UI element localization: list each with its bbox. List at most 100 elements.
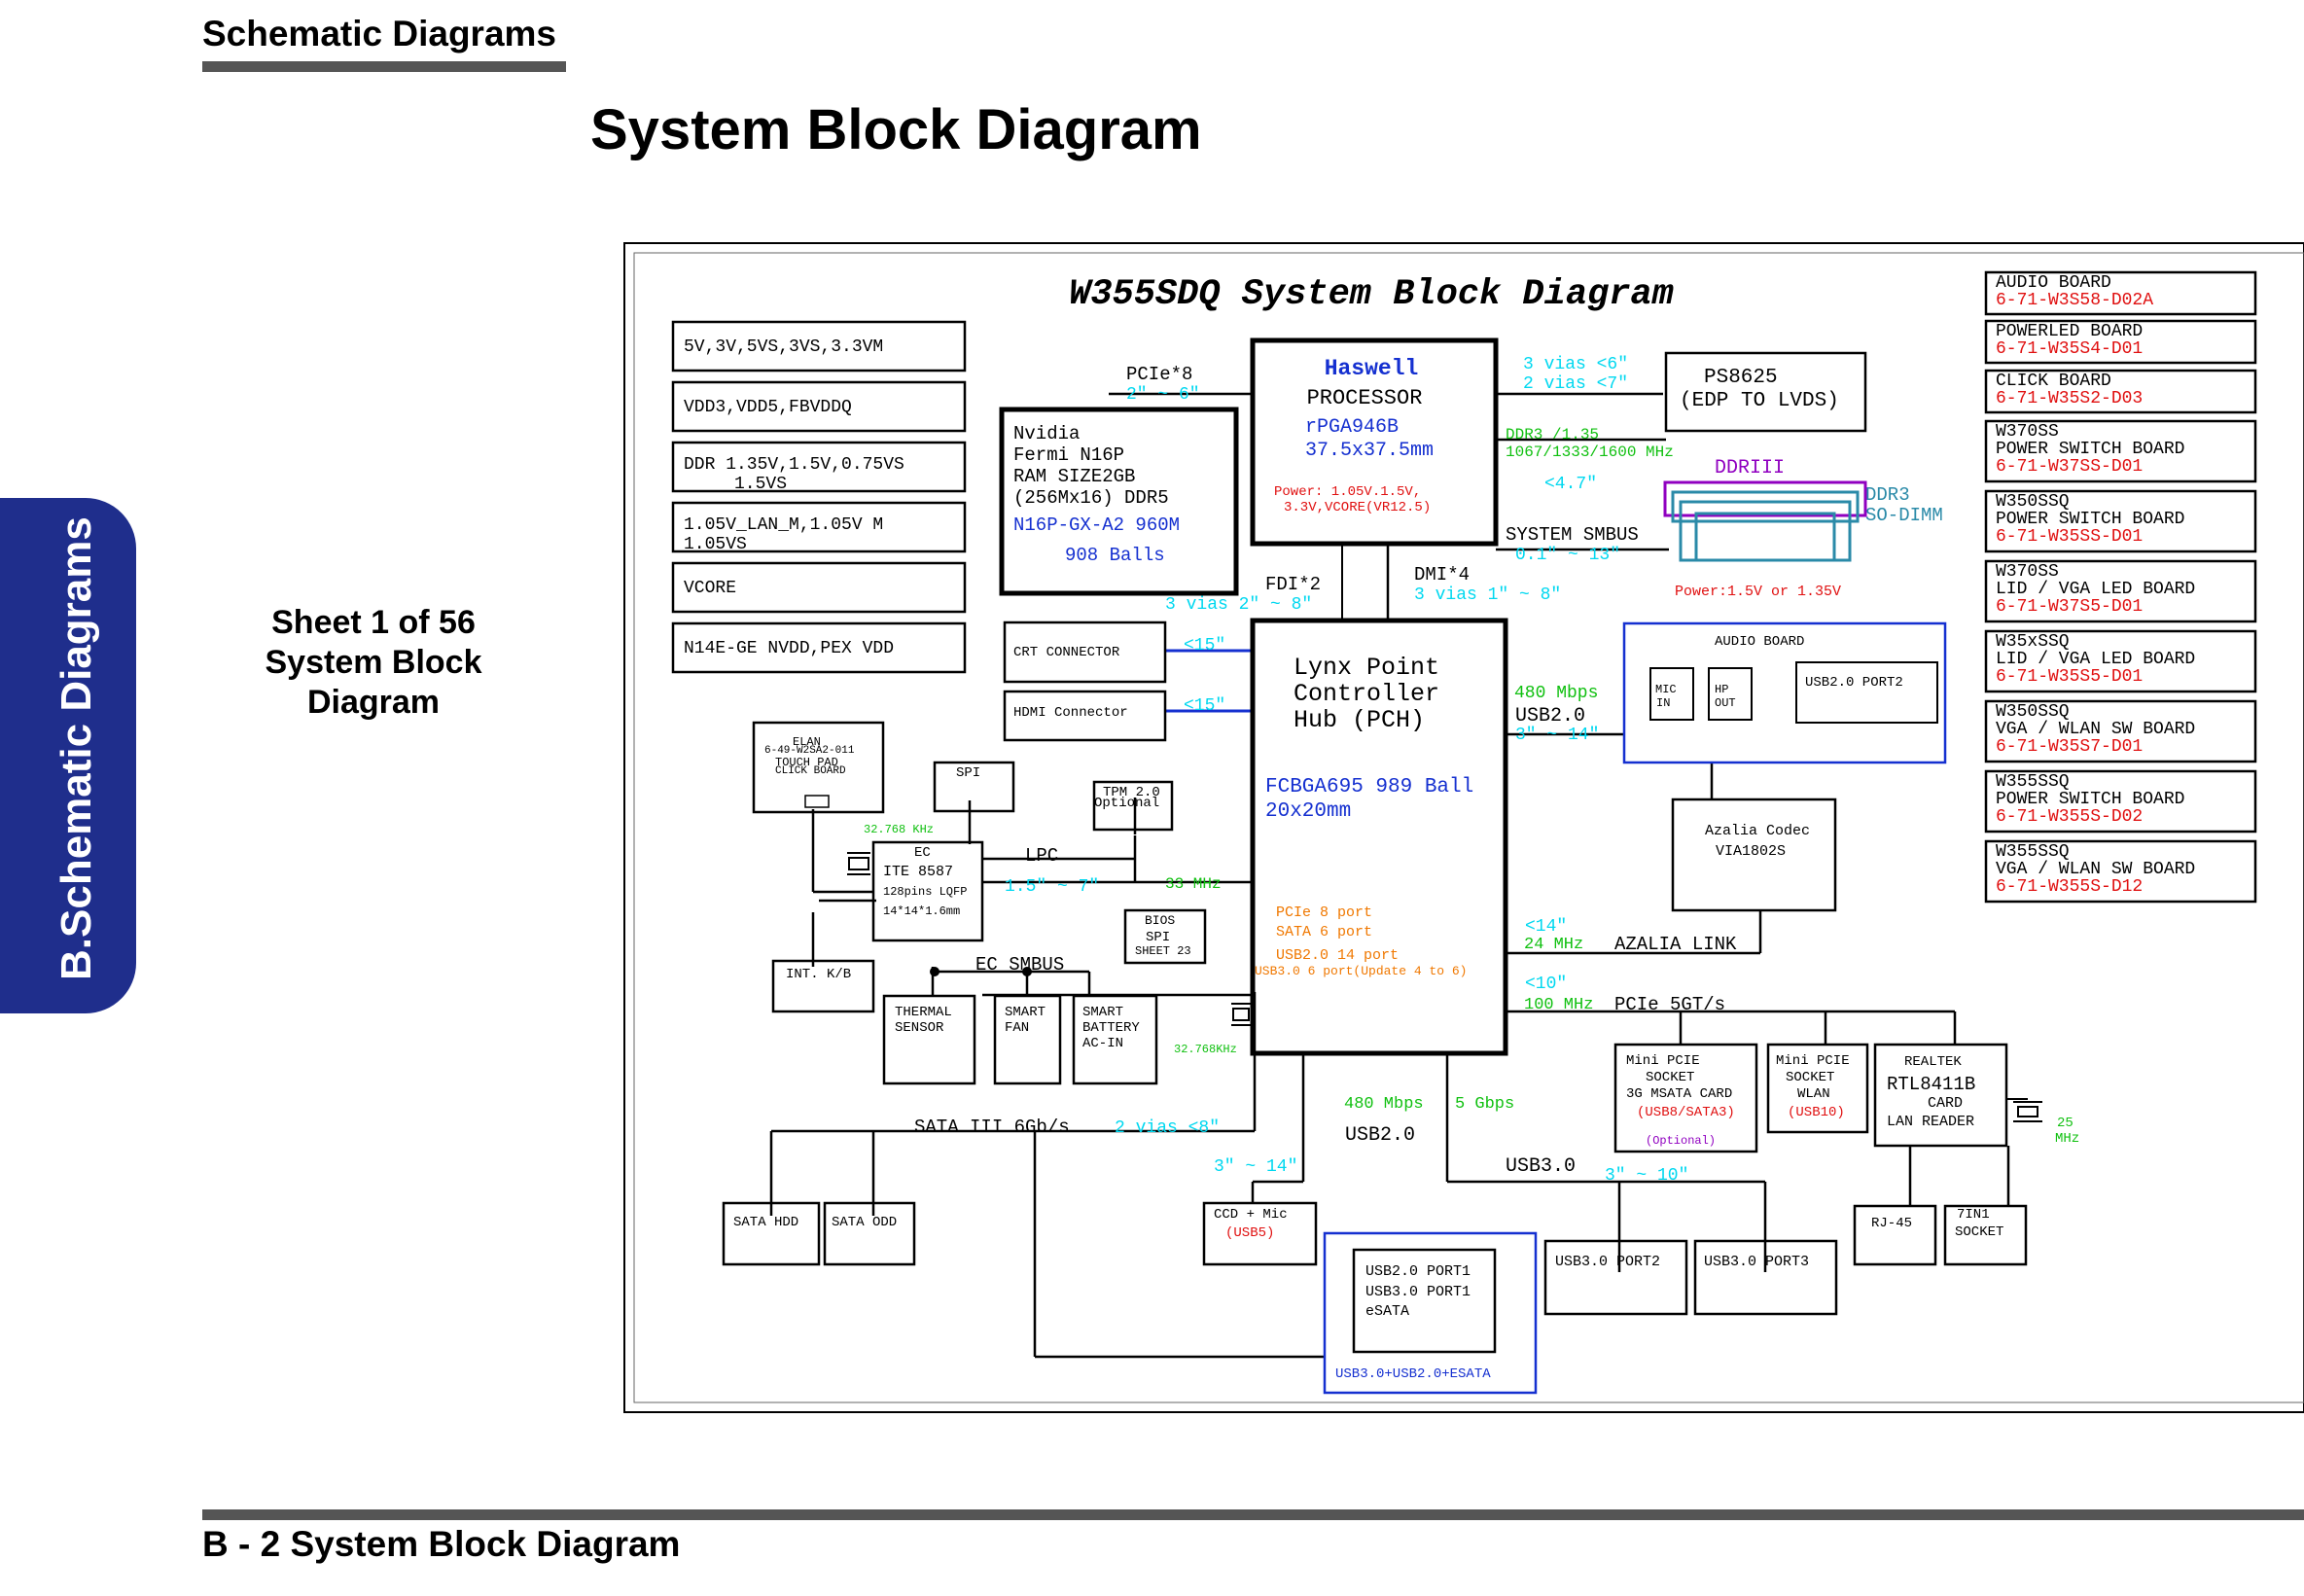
lan-crystal-icon bbox=[2006, 1098, 2042, 1122]
pcie-bus-length: <10" bbox=[1525, 975, 1567, 994]
hdmi-connector-box bbox=[1003, 690, 1167, 742]
fan-line-1: SMART bbox=[1005, 1005, 1046, 1020]
ccd-line-2: (USB5) bbox=[1225, 1225, 1274, 1241]
daughter-board-name2: VGA / WLAN SW BOARD bbox=[1996, 720, 2195, 739]
edp-bridge-box bbox=[1664, 351, 1867, 433]
daughter-board-box bbox=[1984, 369, 2257, 414]
cpu-size: 37.5x37.5mm bbox=[1305, 440, 1434, 462]
daughter-board-box bbox=[1984, 769, 2257, 833]
cpu-name: Haswell bbox=[1325, 356, 1419, 381]
rail-3: DDR 1.35V,1.5V,0.75VS bbox=[684, 455, 904, 475]
usb3-length: 3" ~ 10" bbox=[1605, 1166, 1688, 1186]
daughter-board-box bbox=[1984, 559, 2257, 623]
daughter-board-code: 6-71-W355S-D02 bbox=[1996, 807, 2143, 827]
hdmi-length: <15" bbox=[1184, 696, 1225, 716]
ddr-bus: DDR3 /1.35 bbox=[1506, 426, 1599, 443]
smbus-junction bbox=[1022, 967, 1032, 976]
keyboard-label: INT. K/B bbox=[786, 967, 851, 982]
touchpad-line-4: CLICK BOARD bbox=[775, 765, 846, 777]
battery-line-1: SMART bbox=[1082, 1005, 1123, 1020]
codec-part: VIA1802S bbox=[1716, 843, 1786, 860]
usb-combo-outer bbox=[1323, 1231, 1538, 1395]
display-wires bbox=[1165, 649, 1253, 713]
ec-box bbox=[871, 840, 984, 942]
pch-line-3: Hub (PCH) bbox=[1294, 706, 1425, 734]
touchpad-line-1: ELAN bbox=[793, 735, 821, 749]
mic-label-2: IN bbox=[1656, 696, 1670, 710]
dmi-length: 3 vias 1" ~ 8" bbox=[1414, 585, 1561, 605]
pch-size: 20x20mm bbox=[1265, 800, 1351, 823]
pch-feature-3: USB2.0 14 port bbox=[1276, 947, 1399, 964]
lpc-label: LPC bbox=[1025, 845, 1058, 867]
ec-part: ITE 8587 bbox=[883, 864, 953, 880]
card-socket-box bbox=[1943, 1204, 2028, 1266]
minipcie-wlan-box bbox=[1766, 1043, 1869, 1134]
daughter-board-name2: POWER SWITCH BOARD bbox=[1996, 440, 2184, 459]
lpc-freq: 33 MHz bbox=[1165, 875, 1222, 893]
lan-line-4: LAN READER bbox=[1887, 1114, 1974, 1130]
sheet-title-2: Diagram bbox=[306, 684, 441, 721]
pch-feature-1: PCIe 8 port bbox=[1276, 904, 1372, 921]
diagram-frame bbox=[623, 242, 2304, 1413]
rtc-crystal-icon bbox=[1231, 1003, 1253, 1026]
usb2-bus: USB2.0 bbox=[1345, 1124, 1415, 1147]
ccd-line-1: CCD + Mic bbox=[1214, 1207, 1288, 1223]
daughter-board-name: W350SSQ bbox=[1996, 492, 2070, 512]
minipcie-3g-line-1: Mini PCIE bbox=[1626, 1053, 1700, 1069]
ec-crystal-freq: 32.768 KHz bbox=[864, 823, 934, 836]
usb-combo-line-3: eSATA bbox=[1365, 1303, 1409, 1320]
sodimm-label-2: SO-DIMM bbox=[1865, 505, 1943, 526]
sata-bus: SATA III 6Gb/s bbox=[914, 1117, 1070, 1138]
minipcie-wlan-line-3: WLAN bbox=[1797, 1086, 1830, 1102]
battery-line-2: BATTERY bbox=[1082, 1020, 1140, 1036]
sata-odd-box bbox=[823, 1201, 916, 1266]
daughter-board-box bbox=[1984, 699, 2257, 763]
daughter-board-name2: VGA / WLAN SW BOARD bbox=[1996, 860, 2195, 879]
edp-chip: PS8625 bbox=[1704, 367, 1778, 389]
side-tab[interactable] bbox=[0, 498, 136, 1013]
crt-length: <15" bbox=[1184, 636, 1225, 656]
azalia-freq: 24 MHz bbox=[1524, 936, 1583, 954]
tpm-line-1: TPM 2.0 bbox=[1103, 785, 1160, 800]
ec-size: 14*14*1.6mm bbox=[883, 904, 960, 918]
sodimm-connector bbox=[1663, 480, 1867, 562]
ec-name: EC bbox=[914, 845, 931, 861]
daughter-board-name: AUDIO BOARD bbox=[1996, 273, 2111, 293]
daughter-board-code: 6-71-W37S5-D01 bbox=[1996, 597, 2143, 617]
daughter-board-name2: LID / VGA LED BOARD bbox=[1996, 580, 2195, 599]
ddr-speeds: 1067/1333/1600 MHz bbox=[1506, 443, 1674, 461]
gpu-line-2: Fermi N16P bbox=[1013, 444, 1124, 466]
lan-cardreader-box bbox=[1873, 1043, 2008, 1148]
sata-length: 2 vias <8" bbox=[1115, 1118, 1220, 1138]
thermal-line-2: SENSOR bbox=[895, 1020, 944, 1036]
fan-box bbox=[993, 994, 1062, 1085]
usb-combo-line-2: USB3.0 PORT1 bbox=[1365, 1284, 1471, 1300]
minipcie-wlan-line-1: Mini PCIE bbox=[1776, 1053, 1850, 1069]
ddr-length: <4.7" bbox=[1544, 475, 1597, 494]
tpm-box bbox=[1092, 780, 1174, 832]
gpu-line-3: RAM SIZE2GB bbox=[1013, 466, 1135, 487]
lan-crystal-2: MHz bbox=[2055, 1131, 2079, 1147]
bios-box bbox=[1123, 908, 1207, 965]
sata-odd: SATA ODD bbox=[832, 1215, 897, 1230]
touchpad-button bbox=[804, 795, 830, 808]
daughter-board-code: 6-71-W35S4-D01 bbox=[1996, 339, 2143, 359]
bios-line-2: SPI bbox=[1146, 930, 1170, 945]
wires bbox=[769, 392, 2010, 1359]
pch-line-2: Controller bbox=[1294, 680, 1439, 708]
pch-feature-2: SATA 6 port bbox=[1276, 924, 1372, 940]
daughter-board-name: POWERLED BOARD bbox=[1996, 322, 2143, 341]
touchpad-line-3: TOUCH PAD bbox=[775, 756, 838, 769]
minipcie-wlan-line-4: (USB10) bbox=[1788, 1105, 1845, 1120]
rail-4: 1.05V_LAN_M,1.05V M bbox=[684, 515, 883, 535]
header-underline bbox=[202, 61, 566, 72]
battery-line-3: AC-IN bbox=[1082, 1036, 1123, 1051]
azalia-link: AZALIA LINK bbox=[1614, 934, 1737, 955]
lpc-length: 1.5" ~ 7" bbox=[1005, 877, 1099, 897]
hp-jack bbox=[1708, 667, 1753, 721]
cpu-power-2: 3.3V,VCORE(VR12.5) bbox=[1284, 500, 1431, 515]
ec-smbus: EC SMBUS bbox=[975, 954, 1064, 975]
memory-power: Power:1.5V or 1.35V bbox=[1675, 584, 1841, 600]
daughter-board-code: 6-71-W35S2-D03 bbox=[1996, 389, 2143, 408]
